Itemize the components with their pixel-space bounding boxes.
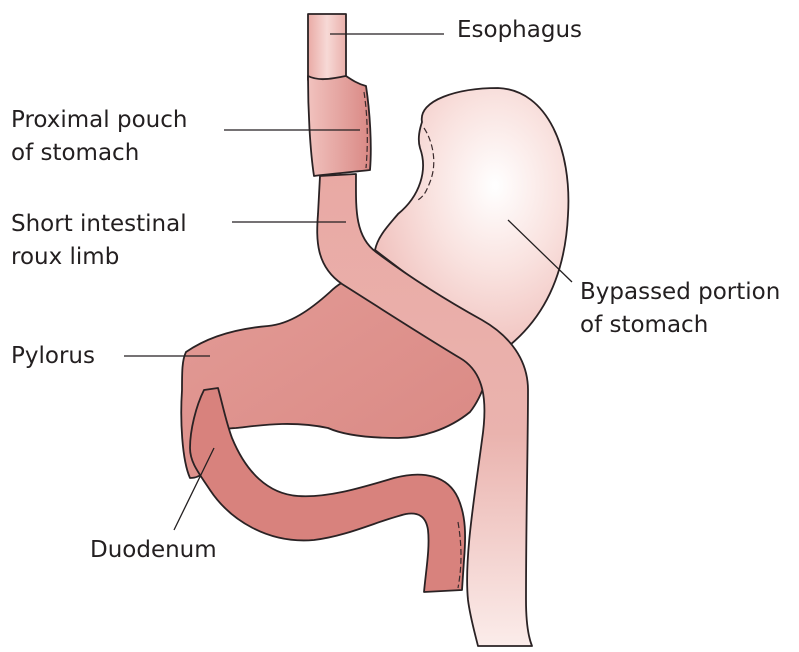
label-esophagus: Esophagus xyxy=(457,14,582,47)
label-duodenum: Duodenum xyxy=(90,534,217,567)
label-proximal-pouch: Proximal pouch of stomach xyxy=(11,104,187,170)
label-bypassed-portion: Bypassed portion of stomach xyxy=(580,276,780,342)
label-pylorus: Pylorus xyxy=(11,340,95,373)
label-roux-limb: Short intestinal roux limb xyxy=(11,208,187,274)
esophagus xyxy=(308,14,346,80)
proximal-pouch xyxy=(308,76,371,176)
